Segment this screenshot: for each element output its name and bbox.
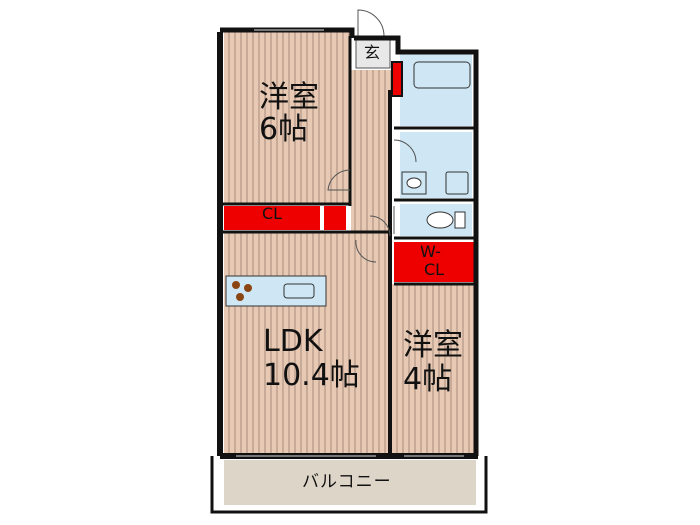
door-swings <box>327 139 417 263</box>
western-room-2-size: 4帖 <box>403 362 453 397</box>
closet-label: CL <box>262 204 283 223</box>
closet-western-1 <box>224 206 320 230</box>
washbasin-bowl-icon <box>406 177 422 189</box>
bathroom-storage <box>391 61 403 97</box>
walk-in-closet-label-2: CL <box>424 260 445 279</box>
washer-icon <box>445 171 469 195</box>
entrance-door <box>357 9 385 37</box>
walk-in-closet <box>394 242 476 282</box>
walk-in-closet-label-1: W- <box>420 242 441 261</box>
sink-icon <box>283 283 315 299</box>
balcony-label: バルコニー <box>302 472 392 492</box>
toilet-tank-icon <box>454 211 466 229</box>
stove-burner-icon <box>236 293 244 301</box>
entrance-floor <box>355 39 391 69</box>
hallway-floor <box>351 70 391 242</box>
ldk-name: LDK <box>263 324 323 359</box>
western-room-1-name: 洋室 <box>259 80 319 115</box>
toilet-icon <box>426 211 454 229</box>
western-room-2-floor <box>392 284 476 454</box>
ldk-floor <box>224 232 390 454</box>
closet-small <box>324 206 346 230</box>
stove-burner-icon <box>232 281 240 289</box>
ldk-size: 10.4帖 <box>263 358 360 393</box>
western-room-2-name: 洋室 <box>403 328 463 363</box>
entrance-label: 玄 <box>364 43 381 62</box>
bathtub-icon <box>413 61 471 89</box>
western-room-1-size: 6帖 <box>259 112 309 147</box>
windows <box>236 29 464 457</box>
western-room-1-floor <box>224 32 351 204</box>
stove-burner-icon <box>244 284 252 292</box>
balcony-floor <box>224 460 476 505</box>
